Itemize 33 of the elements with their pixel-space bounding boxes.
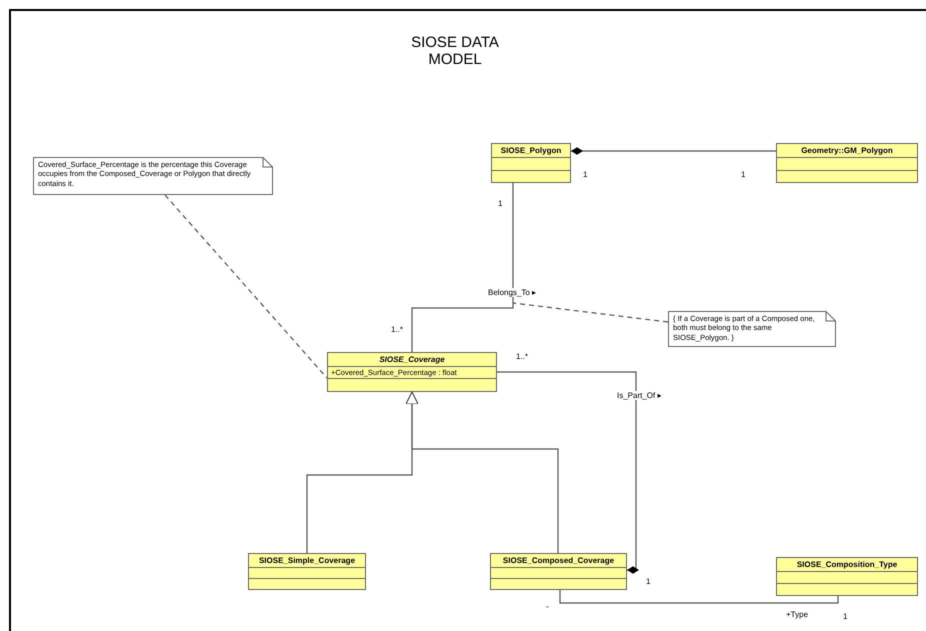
composition-line <box>497 371 639 574</box>
association-line <box>411 183 514 352</box>
class-box <box>327 352 497 392</box>
class-name: SIOSE_Composed_Coverage <box>491 554 626 568</box>
note-connector <box>164 194 328 378</box>
multiplicity-label: 1 <box>843 612 848 621</box>
multiplicity-label: 1 <box>741 170 746 179</box>
multiplicity-label: 1 <box>646 577 650 586</box>
multiplicity-label: 1..* <box>516 352 528 361</box>
association-line <box>559 590 839 604</box>
class-box <box>490 553 627 590</box>
class-name: SIOSE_Simple_Coverage <box>249 554 365 568</box>
edge-label: Belongs_To ▸ <box>487 288 538 297</box>
class-box <box>491 143 571 183</box>
multiplicity-label: +Type <box>786 610 808 619</box>
composition-line <box>571 147 776 155</box>
multiplicity-label: 1 <box>583 170 588 179</box>
multiplicity-label: - <box>546 602 549 611</box>
multiplicity-label: 1..* <box>391 325 404 334</box>
class-box <box>776 143 918 183</box>
note-box <box>33 157 273 195</box>
class-name: Geometry::GM_Polygon <box>777 144 917 158</box>
class-name: SIOSE_Composition_Type <box>777 558 917 572</box>
class-name: SIOSE_Coverage <box>328 353 496 367</box>
class-box <box>248 553 366 590</box>
generalization-arrow <box>406 392 559 553</box>
note-connector <box>512 302 668 323</box>
multiplicity-label: 1 <box>498 199 502 208</box>
class-box <box>776 557 918 596</box>
edge-label: Is_Part_Of ▸ <box>616 391 662 400</box>
note-box <box>668 311 836 347</box>
diagram-title: SIOSE DATA MODEL <box>410 34 500 68</box>
class-name: SIOSE_Polygon <box>492 144 570 158</box>
